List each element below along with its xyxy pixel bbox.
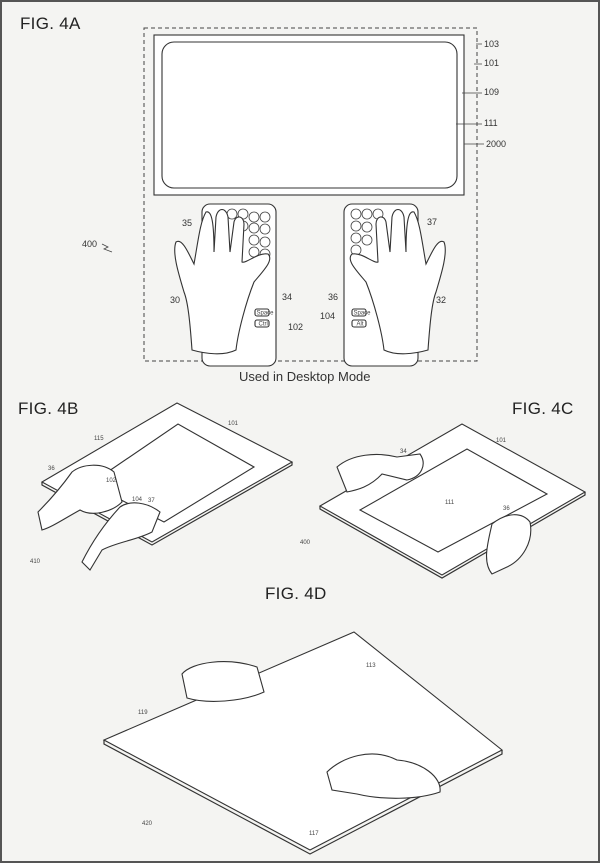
- ref-37: 37: [148, 498, 155, 504]
- left-hand: [174, 208, 271, 355]
- ref-109: 109: [484, 87, 499, 97]
- display-screen: [161, 41, 458, 189]
- ref-34: 34: [282, 292, 292, 302]
- ref-113: 113: [366, 663, 376, 669]
- ref-119: 119: [138, 710, 148, 716]
- upper-keyboard-hand: [181, 661, 265, 702]
- ref-36: 36: [48, 466, 55, 472]
- ref-101: 101: [228, 421, 239, 427]
- ref-104: 104: [132, 497, 143, 503]
- fig-4d-drawing: 113 119 117 420: [102, 631, 504, 855]
- tablet-4d: [102, 631, 504, 851]
- fig-4a-drawing: Space Ctrl Space Alt 103 101 109 111 200…: [82, 27, 506, 367]
- ref-420: 420: [142, 821, 153, 827]
- left-space-key: Space: [257, 311, 275, 317]
- fig-4c-reference-numerals: 34 101 111 36 400: [300, 438, 510, 546]
- right-hand-4c: [486, 514, 532, 575]
- right-hand-4b: [81, 502, 161, 571]
- fig-4d-reference-numerals: 113 119 117 420: [138, 663, 376, 837]
- ref-36: 36: [503, 506, 510, 512]
- ref-2000: 2000: [486, 139, 506, 149]
- fig-4b-title: FIG. 4B: [18, 399, 79, 418]
- ref-410: 410: [30, 559, 41, 565]
- fig-4b-drawing: 115 101 36 102 104 37 410: [30, 402, 294, 571]
- ref-101: 101: [496, 438, 507, 444]
- ref-34: 34: [400, 449, 407, 455]
- key-buttons: Space Ctrl Space Alt: [254, 308, 372, 328]
- left-hand-4b: [37, 464, 123, 531]
- fig-4c-title: FIG. 4C: [512, 399, 574, 418]
- fig-4a-caption: Used in Desktop Mode: [239, 369, 371, 384]
- ref-103: 103: [484, 39, 499, 49]
- fig-4a-title: FIG. 4A: [20, 14, 81, 33]
- fig-4a-reference-numerals: 103 101 109 111 2000 400 35 37 30 34 36 …: [82, 39, 506, 332]
- ref-400: 400: [82, 239, 97, 249]
- ref-102: 102: [106, 478, 117, 484]
- ref-102: 102: [288, 322, 303, 332]
- ref-36: 36: [328, 292, 338, 302]
- right-hand: [349, 208, 446, 355]
- ref-30: 30: [170, 295, 180, 305]
- fig-4d-title: FIG. 4D: [265, 584, 327, 603]
- ref-117: 117: [309, 831, 319, 837]
- ref-111: 111: [445, 500, 455, 506]
- left-hand-4c: [336, 453, 424, 493]
- fig-4c-drawing: 34 101 111 36 400: [300, 423, 587, 579]
- fig-4b-reference-numerals: 115 101 36 102 104 37 410: [30, 421, 239, 565]
- lower-keyboard-hand: [326, 753, 441, 799]
- ref-111: 111: [484, 118, 498, 128]
- ref-104: 104: [320, 311, 335, 321]
- ref-37: 37: [427, 217, 437, 227]
- left-ctrl-key: Ctrl: [259, 322, 268, 328]
- ref-115: 115: [94, 436, 104, 442]
- ref-101: 101: [484, 58, 499, 68]
- tablet-4c-screen: [358, 448, 549, 553]
- right-space-key: Space: [354, 311, 372, 317]
- ref-400: 400: [300, 540, 311, 546]
- dashed-boundary: [143, 27, 478, 362]
- right-alt-key: Alt: [357, 322, 364, 328]
- ref-32: 32: [436, 295, 446, 305]
- ref-35: 35: [182, 218, 192, 228]
